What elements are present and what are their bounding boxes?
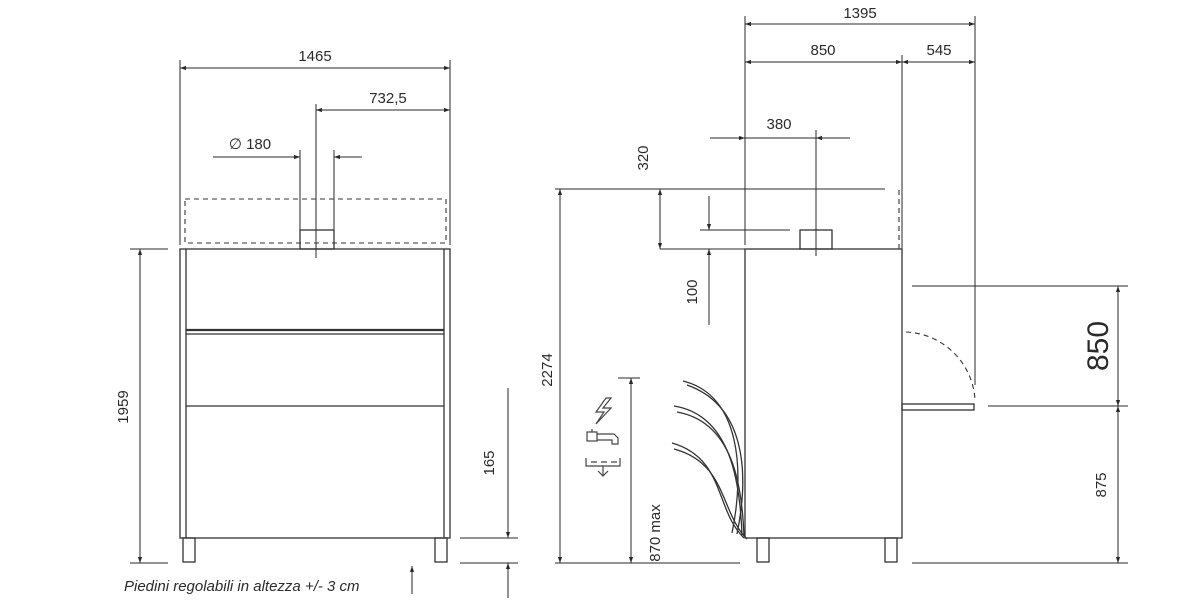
body-depth-label: 850 [810, 42, 835, 59]
front-width-label: 1465 [298, 48, 331, 65]
side-view: 1395 850 545 380 320 100 2274 [539, 5, 1128, 564]
connection-height-label: 870 max [647, 504, 664, 562]
adjustable-feet-note: Piedini regolabili in altezza +/- 3 cm [124, 578, 360, 595]
feet-height-label: 165 [481, 450, 498, 475]
total-depth-label: 1395 [843, 5, 876, 22]
drain-icon [585, 458, 621, 477]
flue-offset-label: 380 [766, 116, 791, 133]
front-view: 1465 732,5 ∅ 180 1959 [115, 48, 518, 598]
electric-icon [594, 397, 613, 425]
front-height-label: 1959 [115, 390, 132, 423]
door-clearance-label: 545 [926, 42, 951, 59]
flue-diameter-label: ∅ 180 [229, 136, 271, 153]
front-half-width-label: 732,5 [369, 90, 407, 107]
water-tap-icon [586, 429, 619, 445]
flue-clearance-label: 320 [635, 145, 652, 170]
door-opening-label: 850 [1082, 321, 1115, 371]
door-base-height-label: 875 [1093, 472, 1110, 497]
flue-height-label: 100 [684, 279, 701, 304]
total-height-label: 2274 [539, 353, 556, 386]
